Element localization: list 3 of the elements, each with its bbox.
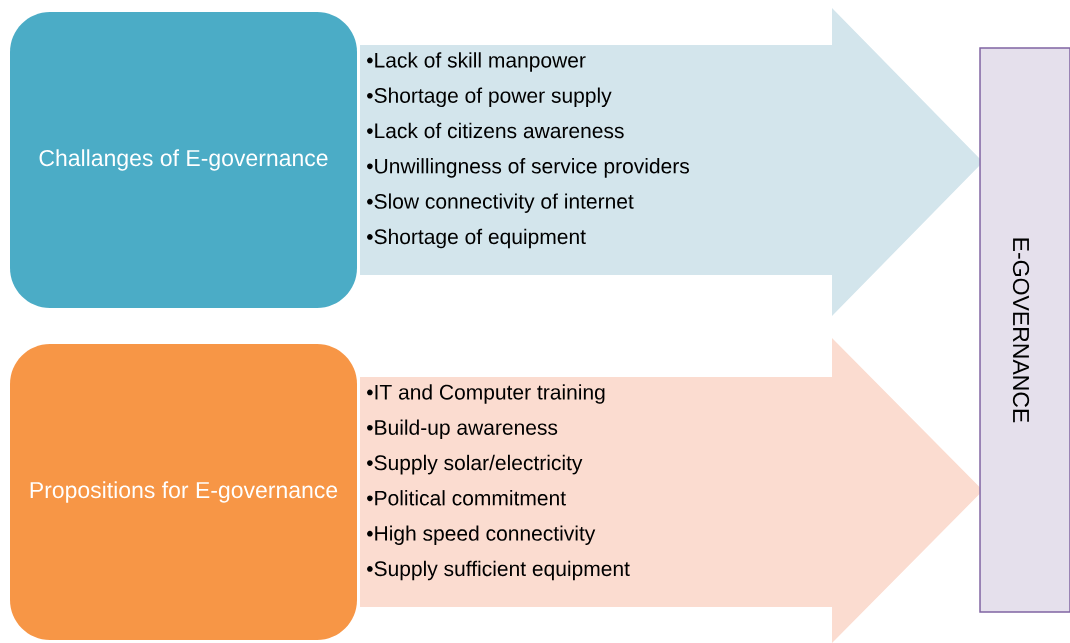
rounded-box: Propositions for E-governance [10,344,357,640]
vertical-box: E-GOVERNANCE [979,47,1070,613]
rounded-box: Challanges of E-governance [10,12,357,308]
